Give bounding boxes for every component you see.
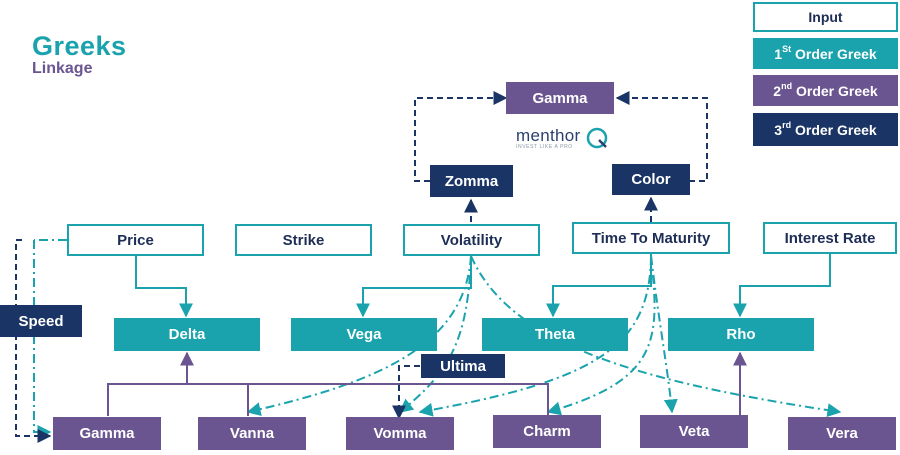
node-strike: Strike	[235, 224, 372, 256]
menthorq-logo: menthor INVEST LIKE A PRO	[516, 126, 608, 150]
input-to-first-order-links	[135, 254, 831, 318]
second-order-links	[107, 351, 747, 416]
node-volatility: Volatility	[403, 224, 540, 256]
node-vera: Vera	[788, 417, 896, 450]
diagram-title: Greeks Linkage	[32, 32, 127, 78]
node-rho: Rho	[668, 318, 814, 351]
node-vanna: Vanna	[198, 417, 306, 450]
node-interest-rate: Interest Rate	[763, 222, 897, 254]
node-speed: Speed	[0, 305, 82, 337]
legend-input: Input	[753, 2, 898, 32]
node-theta: Theta	[482, 318, 628, 351]
node-time-to-maturity: Time To Maturity	[572, 222, 730, 254]
node-vomma: Vomma	[346, 417, 454, 450]
node-gamma-top: Gamma	[506, 82, 614, 114]
dashdot-links	[33, 239, 842, 439]
title-line-1: Greeks	[32, 31, 127, 61]
node-veta: Veta	[640, 415, 748, 448]
logo-name: menthor	[516, 126, 581, 145]
third-order-links	[15, 91, 708, 443]
node-ultima: Ultima	[421, 354, 505, 378]
node-vega: Vega	[291, 318, 437, 351]
q-logo-icon	[586, 127, 608, 149]
node-charm: Charm	[493, 415, 601, 448]
logo-tagline: INVEST LIKE A PRO	[516, 144, 573, 150]
node-gamma-bottom: Gamma	[53, 417, 161, 450]
node-delta: Delta	[114, 318, 260, 351]
node-price: Price	[67, 224, 204, 256]
node-color: Color	[612, 164, 690, 195]
title-line-2: Linkage	[32, 60, 93, 77]
node-zomma: Zomma	[430, 165, 513, 197]
